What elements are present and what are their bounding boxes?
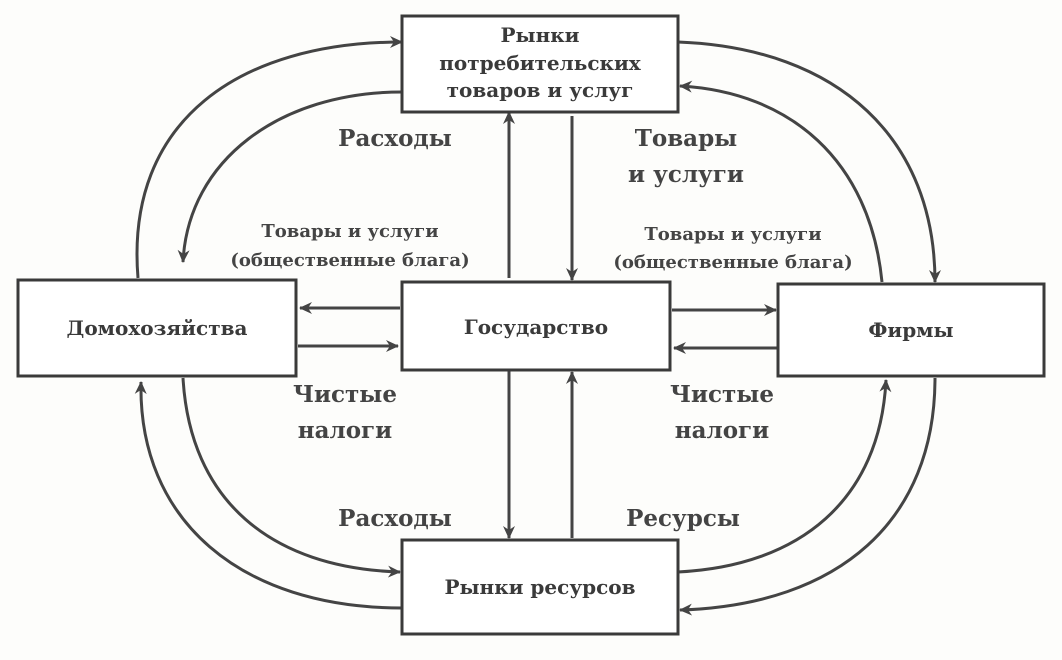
flow-consumer-market-to-households (177, 90, 403, 263)
label-spending-bottom: Расходы (338, 505, 452, 532)
consumer-market-label-line-1: Рынки (500, 23, 579, 47)
flow-resource-market-to-firms (677, 379, 892, 574)
label-net-taxes-left-line-2: налоги (298, 417, 392, 444)
label-public-goods-right-line-1: Товары и услуги (644, 224, 821, 245)
government-box: Государство (400, 280, 672, 372)
label-public-goods-left-line-1: Товары и услуги (261, 221, 438, 242)
consumer-market-label-line-3: товаров и услуг (447, 78, 634, 102)
resource-market-label: Рынки ресурсов (444, 575, 635, 599)
households-label: Домохозяйства (67, 316, 248, 340)
flow-firms-to-resource-market (679, 377, 937, 616)
label-net-taxes-right-line-1: Чистые (670, 381, 774, 408)
flow-firms-to-consumer-market (679, 80, 884, 283)
flow-households-to-consumer-market (135, 36, 403, 279)
label-spending-top: Расходы (338, 125, 452, 152)
label-goods-services-top-line-1: Товары (635, 125, 737, 152)
households-box: Домохозяйства (16, 278, 298, 378)
firms-box: Фирмы (776, 282, 1046, 378)
firms-label: Фирмы (868, 318, 953, 342)
consumer-market-box: Рынки потребительских товаров и услуг (400, 14, 680, 114)
label-net-taxes-right-line-2: налоги (675, 417, 769, 444)
flow-consumer-market-to-firms (677, 40, 941, 283)
label-public-goods-right-line-2: (общественные блага) (613, 252, 852, 273)
label-public-goods-left-line-2: (общественные блага) (230, 250, 469, 271)
flow-households-to-resource-market (181, 377, 401, 578)
consumer-market-label-line-2: потребительских (439, 51, 642, 75)
label-goods-services-top-line-2: и услуги (628, 161, 744, 188)
flow-resource-market-to-households (134, 381, 403, 610)
government-label: Государство (464, 315, 608, 339)
label-net-taxes-left-line-1: Чистые (293, 381, 397, 408)
label-resources-bottom: Ресурсы (626, 505, 740, 532)
resource-market-box: Рынки ресурсов (400, 538, 680, 636)
